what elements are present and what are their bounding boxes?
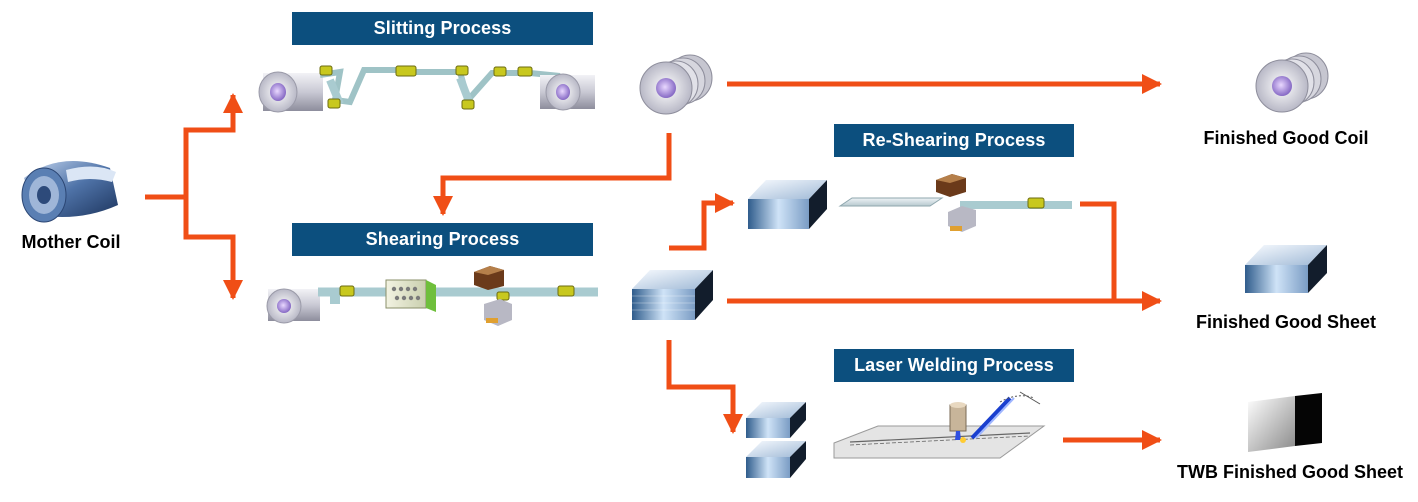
reshearing-process-label: Re-Shearing Process: [862, 130, 1046, 150]
twb-sheet-label: TWB Finished Good Sheet: [1177, 462, 1403, 482]
roller-icon: [319, 65, 533, 110]
laser-welding-process-label: Laser Welding Process: [854, 355, 1054, 375]
finished-sheet-label: Finished Good Sheet: [1195, 312, 1376, 332]
arrow-sheet-to-laser: [666, 340, 743, 434]
shearing-process-title: Shearing Process: [292, 223, 593, 256]
slitting-line-illustration: [258, 65, 595, 113]
mother-coil-label: Mother Coil: [21, 232, 121, 252]
roller-icon: [1027, 197, 1045, 209]
sheet-stack-icon: [632, 270, 713, 320]
arrow-branch-down-shearing: [183, 197, 243, 300]
arrow-coil-to-shearing: [433, 133, 672, 216]
coil-icon: [540, 73, 595, 111]
sheet-stack-icon: [748, 180, 827, 229]
roller-icon: [339, 285, 575, 301]
sheet-stack-icon: [746, 402, 806, 438]
laser-welding-illustration: [746, 391, 1046, 478]
shearing-process-label: Shearing Process: [365, 229, 520, 249]
coil-icon: [258, 71, 323, 113]
reshearing-process-title: Re-Shearing Process: [834, 124, 1074, 157]
leveler-box-icon: [385, 279, 436, 312]
shear-blade-icon: [474, 266, 512, 326]
reshearing-line-illustration: [748, 174, 1072, 232]
slitting-process-label: Slitting Process: [373, 18, 512, 38]
twb-sheet-icon: [1248, 393, 1322, 452]
arrow-branch-up-slitting: [183, 93, 243, 197]
shearing-line-illustration: [266, 266, 598, 326]
slitting-process-title: Slitting Process: [292, 12, 593, 45]
coil-icon: [266, 288, 320, 324]
finished-coil-icon: [1255, 52, 1329, 113]
arrow-reshearing-down: [1080, 201, 1117, 301]
sheet-stack-icon: [746, 441, 806, 478]
arrow-sheet-to-reshearing: [669, 193, 735, 251]
shear-blade-icon: [936, 174, 976, 232]
slit-coils-icon: [639, 54, 713, 115]
finished-coil-label: Finished Good Coil: [1203, 128, 1369, 148]
mother-coil-icon: [21, 160, 118, 223]
laser-welding-process-title: Laser Welding Process: [834, 349, 1074, 382]
finished-sheet-icon: [1245, 245, 1327, 293]
laser-head-icon: [949, 391, 1041, 443]
flow-arrows: [145, 74, 1162, 450]
